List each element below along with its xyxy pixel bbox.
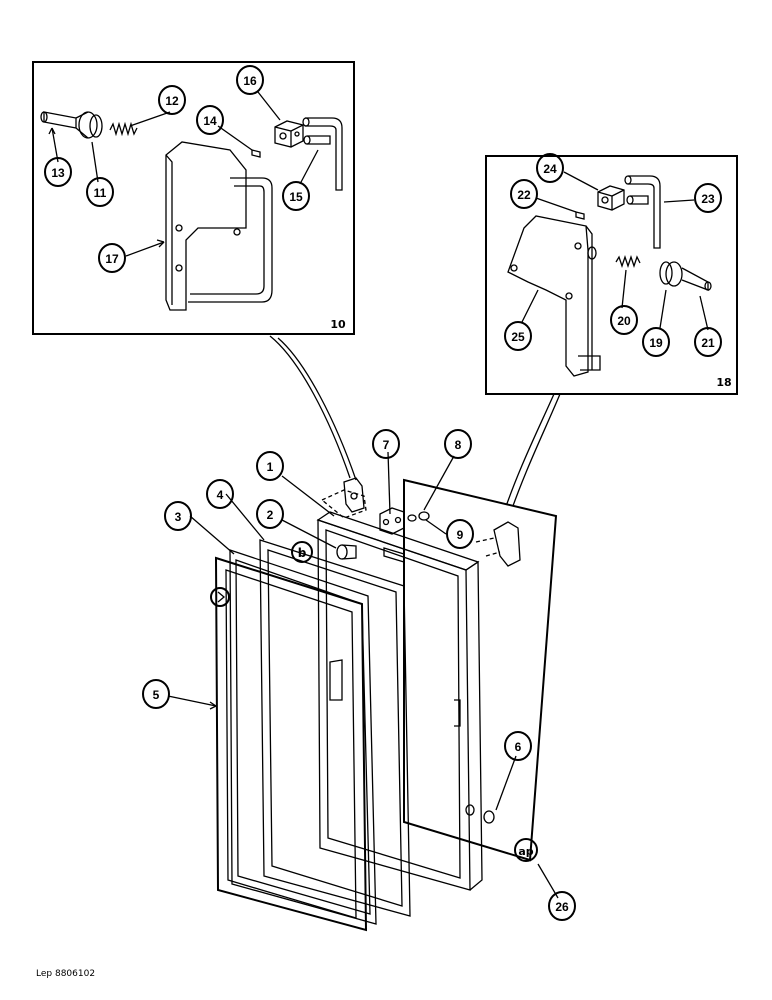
svg-text:1: 1 [267, 460, 274, 474]
svg-text:22: 22 [517, 188, 531, 202]
svg-text:3: 3 [175, 510, 182, 524]
leaders-10 [48, 91, 319, 257]
svg-text:6: 6 [515, 740, 522, 754]
callout-15: 15 [282, 181, 310, 211]
callout-5: 5 [142, 679, 170, 709]
bracket-plate-part-right [507, 215, 601, 377]
b-symbol: b [291, 541, 313, 563]
spring-part [109, 121, 138, 137]
callout-13: 13 [44, 157, 72, 187]
leaders-18 [521, 171, 709, 331]
svg-text:21: 21 [701, 336, 715, 350]
svg-text:15: 15 [289, 190, 303, 204]
callout-1: 1 [256, 451, 284, 481]
svg-text:24: 24 [543, 162, 557, 176]
svg-text:19: 19 [649, 336, 663, 350]
svg-text:17: 17 [105, 252, 119, 266]
svg-text:7: 7 [383, 438, 390, 452]
pin-part-right [575, 211, 585, 220]
latch-block-part-right [597, 185, 625, 211]
svg-text:4: 4 [217, 488, 224, 502]
svg-text:ap: ap [518, 845, 533, 858]
spring-part-right [615, 254, 641, 269]
callout-2: 2 [256, 499, 284, 529]
bracket-plate-part [165, 141, 273, 311]
callout-21: 21 [694, 327, 722, 357]
callout-22: 22 [510, 179, 538, 209]
svg-text:2: 2 [267, 508, 274, 522]
door-glass-panel [229, 549, 377, 925]
screw-washer-parts [407, 511, 430, 522]
handle-knob-part [40, 111, 103, 139]
d-symbol-icon [210, 587, 230, 607]
pad-part [483, 810, 495, 824]
door-inner-frame [316, 511, 483, 891]
l-pin-part-right [624, 175, 661, 249]
l-pin-part [302, 117, 343, 191]
callout-12: 12 [158, 85, 186, 115]
right-latch-assembly [475, 521, 521, 567]
callout-11: 11 [86, 177, 114, 207]
bush-part [336, 544, 357, 560]
ap-symbol: ap [514, 838, 538, 862]
callout-17: 17 [98, 243, 126, 273]
svg-text:26: 26 [555, 900, 569, 914]
hinge-plate-part [379, 507, 405, 535]
callout-26: 26 [548, 891, 576, 921]
detail-label-10: 10 [330, 318, 346, 331]
detail-label-18: 18 [716, 376, 731, 389]
svg-text:14: 14 [203, 114, 217, 128]
handle-knob-part-right [659, 261, 712, 291]
callout-9: 9 [446, 519, 474, 549]
callout-7: 7 [372, 429, 400, 459]
door-outer-frame [214, 556, 368, 932]
svg-text:11: 11 [94, 186, 107, 200]
callouts: 13 11 12 14 16 15 17 24 22 23 20 25 19 2… [44, 65, 722, 921]
callout-23: 23 [694, 183, 722, 213]
svg-text:8: 8 [455, 438, 462, 452]
callout-8: 8 [444, 429, 472, 459]
callout-19: 19 [642, 327, 670, 357]
leaders-main [167, 451, 559, 899]
callout-16: 16 [236, 65, 264, 95]
pin-part [251, 149, 261, 158]
callout-24: 24 [536, 153, 564, 183]
detail-link-lines [269, 335, 561, 521]
callout-20: 20 [610, 305, 638, 335]
svg-text:23: 23 [701, 192, 715, 206]
svg-text:9: 9 [457, 528, 464, 542]
svg-text:16: 16 [243, 74, 257, 88]
callout-6: 6 [504, 731, 532, 761]
callout-14: 14 [196, 105, 224, 135]
door-seal [259, 539, 411, 917]
callout-4: 4 [206, 479, 234, 509]
svg-text:25: 25 [511, 330, 525, 344]
callout-3: 3 [164, 501, 192, 531]
svg-text:13: 13 [51, 166, 65, 180]
callout-25: 25 [504, 321, 532, 351]
svg-text:b: b [298, 546, 307, 560]
detail-box-10: 10 [32, 61, 355, 335]
svg-text:5: 5 [153, 688, 160, 702]
svg-text:20: 20 [617, 314, 631, 328]
svg-text:12: 12 [165, 94, 179, 108]
latch-block-part [274, 120, 304, 148]
drawing-reference: Lep 8806102 [36, 969, 95, 979]
detail-box-18: 18 [485, 155, 738, 395]
